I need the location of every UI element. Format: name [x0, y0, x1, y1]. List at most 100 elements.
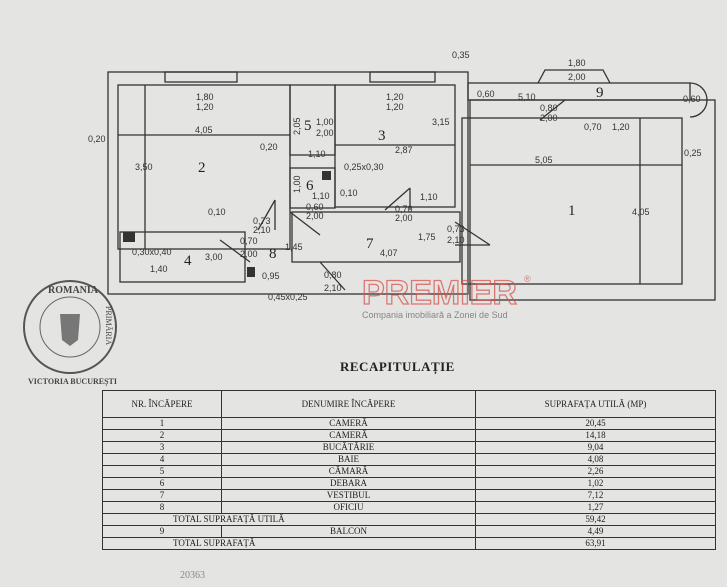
dim: 1,00	[316, 117, 334, 127]
cell-name: CĂMARĂ	[221, 465, 476, 478]
room-9-label: 9	[596, 85, 604, 101]
cell-name: CAMERĂ	[221, 417, 476, 430]
dim: 0,70	[584, 122, 602, 132]
dim: 3,15	[432, 117, 450, 127]
cell-nr: 6	[102, 477, 222, 490]
dim: 4,07	[380, 248, 398, 258]
dim: 1,75	[418, 232, 436, 242]
cell-nr: 8	[102, 501, 222, 514]
cell-name: OFICIU	[221, 501, 476, 514]
dim: 2,87	[395, 145, 413, 155]
recap-table: NR. ÎNCĂPERE DENUMIRE ÎNCĂPERE SUPRAFAȚA…	[102, 390, 716, 550]
room-1-label: 1	[568, 203, 576, 219]
dim: 2,00	[240, 249, 258, 259]
coat-of-arms-icon	[60, 314, 80, 346]
dim: 2,00	[568, 72, 586, 82]
header-area: SUPRAFAȚA UTILĂ (MP)	[475, 390, 716, 418]
cell-area: 4,08	[475, 453, 716, 466]
dim: 1,20	[196, 102, 214, 112]
dim: 0,73	[447, 224, 465, 234]
room-8-label: 8	[269, 246, 277, 262]
cell-name: BALCON	[221, 525, 476, 538]
stamp-text-right: PRIMĂRIA	[104, 306, 113, 345]
dim: 2,00	[540, 113, 558, 123]
dim: 0,25x0,30	[344, 162, 384, 172]
dim: 0,60	[306, 202, 324, 212]
dim: 0,80	[324, 270, 342, 280]
dim: 1,00	[292, 175, 302, 193]
cell-nr: 2	[102, 429, 222, 442]
dim: 0,10	[208, 207, 226, 217]
cell-name: BAIE	[221, 453, 476, 466]
room-4-label: 4	[184, 253, 192, 269]
cell-area: 2,26	[475, 465, 716, 478]
dim: 0,80	[540, 103, 558, 113]
dim: 2,10	[447, 235, 465, 245]
cell-area: 9,04	[475, 441, 716, 454]
cell-area: 1,02	[475, 477, 716, 490]
dim: 1,45	[285, 242, 303, 252]
total-util-area: 59,42	[475, 513, 716, 526]
dim: 5,05	[535, 155, 553, 165]
cell-area: 1,27	[475, 501, 716, 514]
cell-area: 14,18	[475, 429, 716, 442]
dim: 4,05	[195, 125, 213, 135]
official-stamp: ROMANIA PRIMĂRIA VICTORIA BUCUREȘTI	[23, 280, 117, 386]
dim: 5,10	[518, 92, 536, 102]
room-7-label: 7	[366, 236, 374, 252]
dim: 0,45x0,25	[268, 292, 308, 302]
dim: 1,80	[568, 58, 586, 68]
cell-area: 4,49	[475, 525, 716, 538]
cell-name: CAMERĂ	[221, 429, 476, 442]
table-header-row: NR. ÎNCĂPERE DENUMIRE ÎNCĂPERE SUPRAFAȚA…	[102, 390, 716, 418]
dim: 1,10	[312, 191, 330, 201]
total-label: TOTAL SUPRAFAȚĂ	[102, 537, 476, 550]
cell-nr: 5	[102, 465, 222, 478]
cell-name: BUCĂTĂRIE	[221, 441, 476, 454]
vent-shafts	[123, 171, 331, 277]
stamp-text-bottom: VICTORIA BUCUREȘTI	[28, 377, 117, 386]
cell-area: 7,12	[475, 489, 716, 502]
dim: 2,10	[253, 225, 271, 235]
cell-nr: 9	[102, 525, 222, 538]
dim: 0,95	[262, 271, 280, 281]
dim: 2,00	[316, 128, 334, 138]
total-area: 63,91	[475, 537, 716, 550]
dim: 0,70	[395, 204, 413, 214]
dim: 1,80	[196, 92, 214, 102]
room-2-label: 2	[198, 160, 206, 176]
dim: 1,20	[386, 92, 404, 102]
watermark-tagline: Compania imobiliară a Zonei de Sud	[362, 310, 508, 320]
dim: 3,50	[135, 162, 153, 172]
floor-plan: 1 2 3 4 5 6 7 8 9 1,80 1,20 4,05 3,50 0,…	[88, 50, 716, 320]
recap-title: RECAPITULAȚIE	[340, 359, 455, 374]
dim: 2,05	[292, 117, 302, 135]
stamp-text-top: ROMANIA	[48, 285, 99, 296]
dimensions: 1,80 1,20 4,05 3,50 0,20 0,10 2,05 1,00 …	[88, 50, 702, 302]
dim: 0,60	[683, 94, 701, 104]
dim: 2,00	[306, 211, 324, 221]
dim: 0,73	[253, 216, 271, 226]
dim: 0,10	[340, 188, 358, 198]
cell-name: DEBARA	[221, 477, 476, 490]
dim: 2,10	[324, 283, 342, 293]
dim: 0,70	[240, 236, 258, 246]
watermark-mark: ®	[524, 274, 531, 284]
total-util-label: TOTAL SUPRAFAȚĂ UTILĂ	[102, 513, 476, 526]
room-6-label: 6	[306, 178, 314, 194]
cell-area: 20,45	[475, 417, 716, 430]
cell-nr: 3	[102, 441, 222, 454]
dim: 1,20	[386, 102, 404, 112]
dim: 1,40	[150, 264, 168, 274]
